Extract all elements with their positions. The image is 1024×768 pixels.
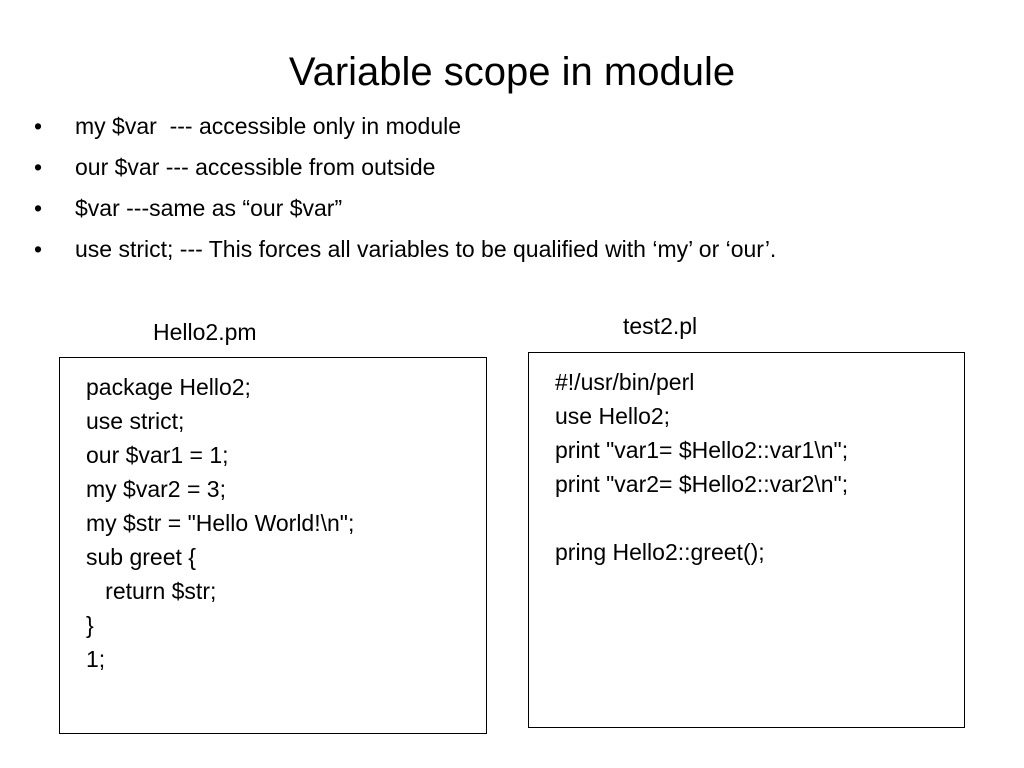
- bullet-text: our $var --- accessible from outside: [75, 154, 436, 180]
- code-line: our $var1 = 1;: [86, 442, 229, 468]
- hello-module-code-box: package Hello2; use strict; our $var1 = …: [59, 357, 487, 734]
- code-line: 1;: [86, 646, 106, 672]
- bullet-item: • our $var --- accessible from outside: [0, 151, 1000, 192]
- code-line: my $var2 = 3;: [86, 476, 226, 502]
- bullet-text: use strict; --- This forces all variable…: [75, 236, 777, 262]
- code-line: print "var2= $Hello2::var2\n";: [555, 471, 849, 497]
- code-line: my $str = "Hello World!\n";: [86, 510, 355, 536]
- slide-title: Variable scope in module: [288, 50, 736, 94]
- code-line: }: [86, 612, 94, 638]
- code-line: sub greet {: [86, 544, 196, 570]
- code-line: #!/usr/bin/perl: [555, 369, 695, 395]
- bullet-item: • use strict; --- This forces all variab…: [0, 233, 1000, 274]
- test-script-label: test2.pl: [623, 313, 698, 339]
- bullet-text: my $var --- accessible only in module: [75, 113, 462, 139]
- bullet-text: $var ---same as “our $var”: [75, 195, 343, 221]
- bullet-dot-icon: •: [34, 154, 43, 180]
- bullet-item: • $var ---same as “our $var”: [0, 192, 1000, 233]
- bullet-dot-icon: •: [34, 236, 43, 262]
- code-line: [555, 501, 848, 535]
- bullet-item: • my $var --- accessible only in module: [0, 110, 1000, 151]
- hello-module-label: Hello2.pm: [153, 319, 257, 345]
- code-line: use strict;: [86, 408, 185, 434]
- code-line: package Hello2;: [86, 374, 251, 400]
- test-script-code-box: #!/usr/bin/perl use Hello2; print "var1=…: [528, 352, 965, 728]
- bullet-list: • my $var --- accessible only in module …: [0, 110, 1000, 274]
- bullet-dot-icon: •: [34, 195, 43, 221]
- bullet-dot-icon: •: [34, 113, 43, 139]
- code-line: print "var1= $Hello2::var1\n";: [555, 437, 849, 463]
- hello-module-code: package Hello2; use strict; our $var1 = …: [86, 370, 354, 676]
- test-script-code: #!/usr/bin/perl use Hello2; print "var1=…: [555, 365, 848, 569]
- code-line: pring Hello2::greet();: [555, 539, 765, 565]
- code-line: return $str;: [86, 578, 217, 604]
- code-line: use Hello2;: [555, 403, 671, 429]
